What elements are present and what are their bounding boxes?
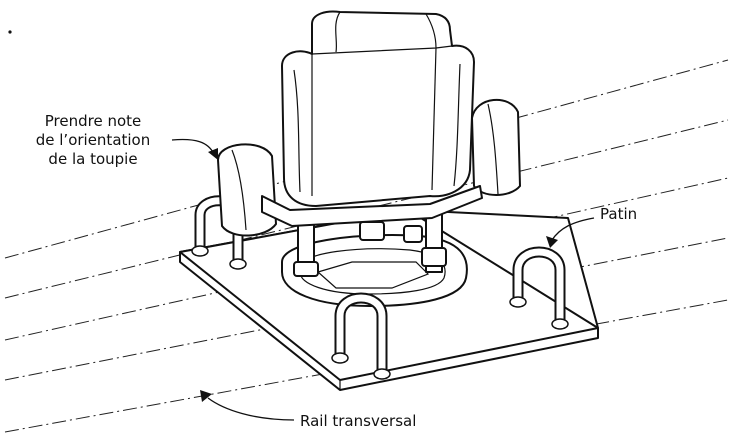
router-sub-base <box>281 234 468 307</box>
router-handles <box>217 98 521 237</box>
curved-arrow-icon <box>200 390 295 421</box>
curved-arrow-icon <box>546 217 595 248</box>
router-orientation-label: Prendre note de l’orientation de la toup… <box>8 112 178 169</box>
router-orientation-line-3: de la toupie <box>48 150 138 168</box>
router-motor <box>281 10 475 207</box>
rail-line-1 <box>4 59 729 259</box>
curved-arrow-icon <box>171 138 218 160</box>
stray-dot <box>8 30 12 34</box>
rail-label: Rail transversal <box>300 412 417 430</box>
router-orientation-line-2: de l’orientation <box>35 131 151 149</box>
router-orientation-line-1: Prendre note <box>44 112 142 130</box>
pad-bolt-right <box>509 246 569 330</box>
pad-label: Patin <box>600 205 638 223</box>
pad-bolt-front-center <box>331 292 391 380</box>
